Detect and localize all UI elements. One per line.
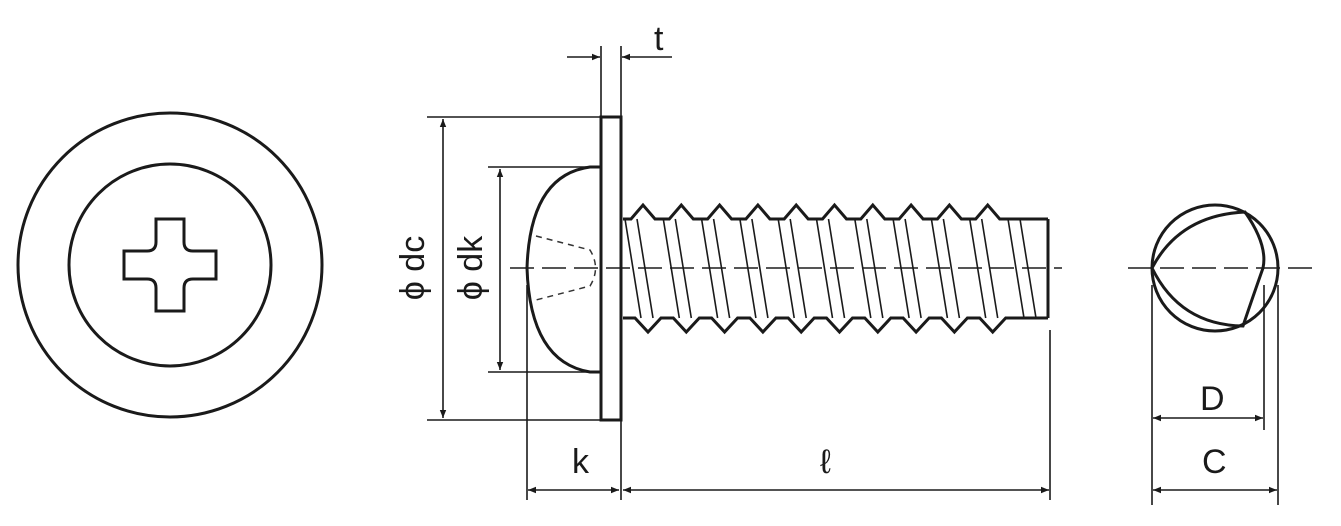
thread-line <box>739 218 757 319</box>
side-view: ϕ dc ϕ dk t k ℓ <box>394 20 1062 500</box>
head-outline <box>67 162 273 368</box>
recess-hidden-lines <box>535 235 597 301</box>
thread-line <box>712 218 731 319</box>
thread-line <box>854 218 872 319</box>
head-dome <box>525 165 601 374</box>
thread-line <box>942 218 961 319</box>
thread-line <box>1019 218 1037 319</box>
thread-line <box>751 218 769 319</box>
D-label: D <box>1200 380 1225 418</box>
thread-line <box>777 218 795 319</box>
l-label: ℓ <box>820 443 831 481</box>
thread-body <box>623 202 1048 335</box>
trilobe-profile <box>1150 210 1266 328</box>
dk-label: ϕ dk <box>452 235 490 300</box>
washer-outline <box>16 111 324 419</box>
thread-edge <box>623 202 1048 221</box>
thread-line <box>662 218 681 319</box>
thread-line <box>980 218 999 319</box>
thread-line <box>892 218 910 319</box>
thread-edge <box>623 316 1048 335</box>
thread-line <box>827 218 846 319</box>
k-label: k <box>572 443 590 481</box>
thread-line <box>674 218 693 319</box>
C-label: C <box>1202 443 1227 481</box>
dc-label: ϕ dc <box>394 236 432 300</box>
thread-line <box>636 218 654 319</box>
thread-line <box>930 218 949 319</box>
thread-line <box>789 218 807 319</box>
thread-line <box>866 218 884 319</box>
washer-flange <box>599 115 623 422</box>
thread-line <box>1007 218 1025 319</box>
thread-line <box>700 218 719 319</box>
end-view: D C <box>1128 203 1318 505</box>
thread-line <box>624 218 642 319</box>
thread-line <box>815 218 834 319</box>
thread-line <box>904 218 922 319</box>
thread-line <box>968 218 987 319</box>
phillips-recess-icon <box>122 217 218 313</box>
top-view <box>16 111 324 419</box>
t-label: t <box>654 20 664 58</box>
